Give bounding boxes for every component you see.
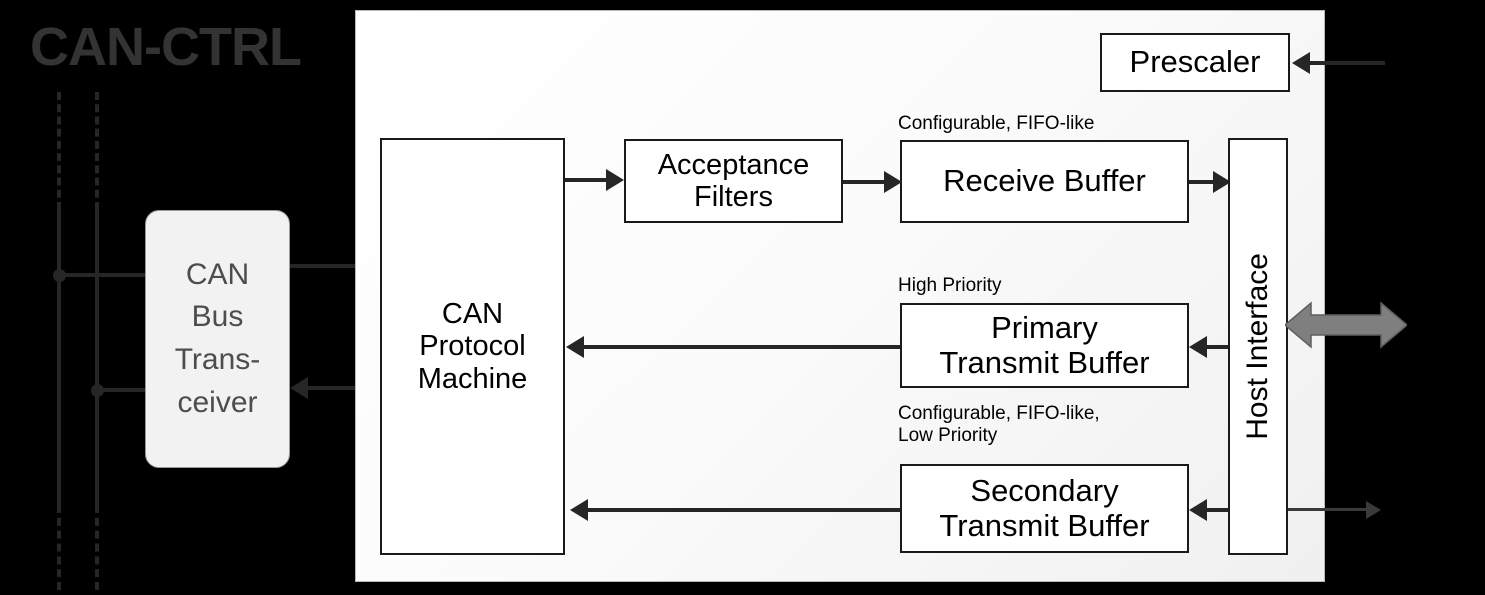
can-protocol-machine-block[interactable]: CAN Protocol Machine: [380, 138, 565, 555]
can-bus-line-2-dashed-top: [95, 92, 99, 210]
can-bus-transceiver-block[interactable]: CAN Bus Trans- ceiver: [145, 210, 290, 468]
protocol-machine-to-acceptance-filters-line: [565, 178, 608, 182]
secondary-transmit-buffer-to-protocol-machine-arrowhead: [570, 499, 588, 521]
receive-buffer-label: Receive Buffer: [943, 163, 1146, 199]
can-bus-line-2-solid: [95, 208, 99, 508]
secondary-transmit-buffer-block[interactable]: Secondary Transmit Buffer: [900, 464, 1189, 553]
receive-buffer-to-host-interface-arrowhead: [1213, 171, 1231, 193]
protocol-machine-to-transceiver-line: [308, 386, 380, 390]
external-clock-arrowhead: [1292, 52, 1310, 74]
host-interface-to-primary-transmit-buffer-arrowhead: [1189, 336, 1207, 358]
host-bus-bidirectional-arrow-icon: [1285, 301, 1407, 349]
secondary-transmit-buffer-caption: Configurable, FIFO-like, Low Priority: [898, 403, 1100, 447]
primary-transmit-buffer-label: Primary Transmit Buffer: [939, 309, 1150, 380]
page-title: CAN-CTRL: [30, 17, 302, 77]
can-bus-line-1-dashed-top: [57, 92, 61, 210]
can-bus-tap-line-high: [59, 273, 149, 277]
acceptance-filters-label: Acceptance Filters: [657, 148, 810, 213]
can-protocol-machine-label: CAN Protocol Machine: [417, 297, 528, 395]
acceptance-filters-block[interactable]: Acceptance Filters: [624, 139, 843, 223]
can-bus-transceiver-label: CAN Bus Trans- ceiver: [174, 257, 261, 419]
secondary-transmit-buffer-to-protocol-machine-line: [588, 508, 900, 512]
primary-transmit-buffer-to-protocol-machine-line: [584, 345, 900, 349]
host-interface-label: Host Interface: [1241, 253, 1275, 440]
acceptance-filters-to-receive-buffer-arrowhead: [884, 171, 902, 193]
external-clock-line: [1310, 61, 1385, 65]
primary-transmit-buffer-caption: High Priority: [898, 275, 1002, 296]
can-bus-line-1-dashed-bottom: [57, 505, 61, 590]
secondary-transmit-buffer-label: Secondary Transmit Buffer: [939, 472, 1150, 543]
can-bus-tap-line-low: [97, 388, 149, 392]
receive-buffer-to-host-interface-line: [1189, 180, 1217, 184]
receive-buffer-block[interactable]: Receive Buffer: [900, 140, 1189, 223]
prescaler-block[interactable]: Prescaler: [1100, 33, 1290, 92]
receive-buffer-caption: Configurable, FIFO-like: [898, 113, 1095, 134]
primary-transmit-buffer-block[interactable]: Primary Transmit Buffer: [900, 303, 1189, 388]
host-interface-to-secondary-transmit-buffer-arrowhead: [1189, 499, 1207, 521]
protocol-machine-to-acceptance-filters-arrowhead: [606, 169, 624, 191]
can-bus-junction-dot-low: [91, 384, 104, 397]
transceiver-to-protocol-machine-line: [290, 264, 365, 268]
can-bus-line-1-solid: [57, 208, 61, 508]
can-bus-junction-dot-high: [53, 269, 66, 282]
acceptance-filters-to-receive-buffer-line: [843, 180, 886, 184]
host-interface-block[interactable]: Host Interface: [1228, 138, 1288, 555]
host-interface-to-primary-transmit-buffer-line: [1207, 345, 1231, 349]
host-interface-external-irq-arrowhead: [1366, 501, 1381, 519]
host-interface-to-secondary-transmit-buffer-line: [1207, 508, 1231, 512]
protocol-machine-to-transceiver-arrowhead: [290, 377, 308, 399]
host-interface-external-irq-line: [1288, 508, 1373, 511]
primary-transmit-buffer-to-protocol-machine-arrowhead: [566, 336, 584, 358]
can-bus-line-2-dashed-bottom: [95, 505, 99, 590]
prescaler-label: Prescaler: [1129, 44, 1261, 80]
